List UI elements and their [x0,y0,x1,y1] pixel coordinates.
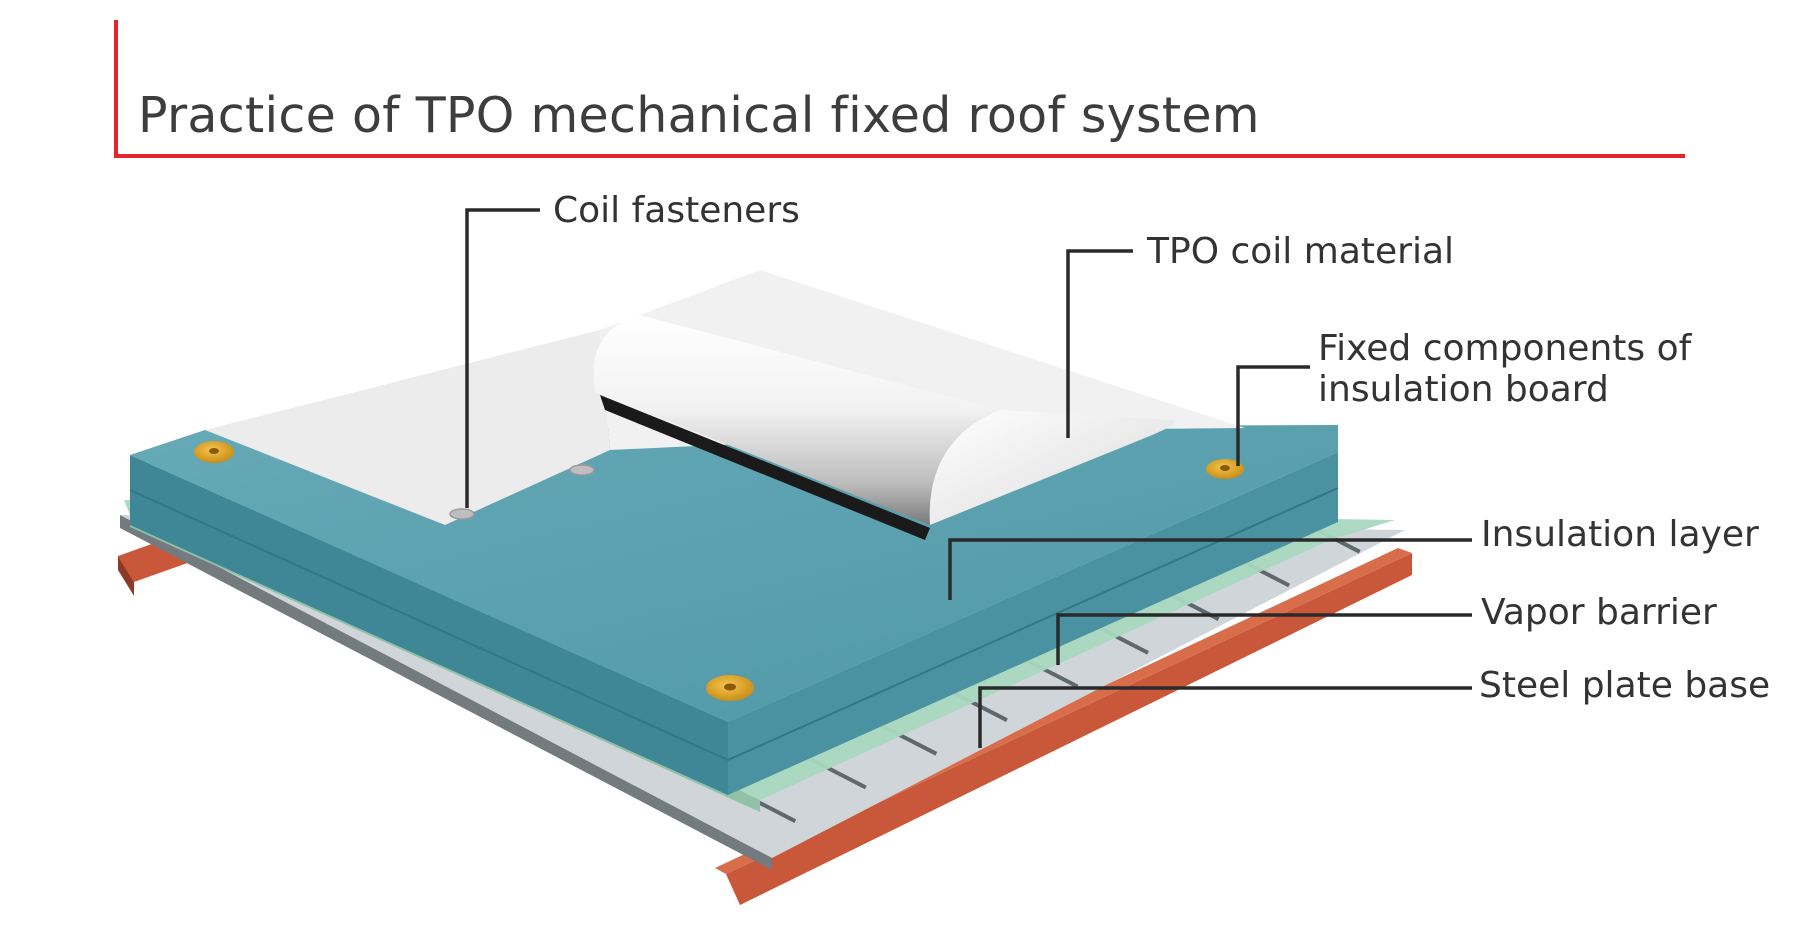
leader-coil-fasteners [465,208,540,508]
tpo-roll-body [593,315,1000,525]
label-fixed-components-line1: Fixed components of [1318,328,1693,369]
fastener-plate-icon [194,441,234,463]
title-block: Practice of TPO mechanical fixed roof sy… [114,20,1685,158]
title-rule [114,20,1685,158]
coil-fasteners [449,464,595,520]
leader-steel-plate [978,686,1472,748]
tpo-roll-shadow [600,395,930,540]
label-fixed-components-line2: insulation board [1318,369,1609,410]
tpo-roll-end [929,410,1176,525]
purlin-front [726,553,1412,905]
tpo-coil-roll [593,315,1176,540]
leader-fixed-components [1236,365,1310,466]
label-vapor-barrier: Vapor barrier [1481,592,1717,633]
leader-tpo-coil [1066,249,1133,438]
coil-fastener-icon [449,508,475,520]
leader-lines [465,208,1472,748]
label-steel-plate-base: Steel plate base [1479,665,1770,706]
coil-fastener-icon [569,464,595,476]
fastener-plate-icon [1206,459,1244,479]
label-tpo-coil-material: TPO coil material [1146,231,1454,272]
fastener-plate-icon [706,675,754,701]
leader-vapor-barrier [1056,613,1472,665]
callout-labels: Coil fasteners TPO coil material Fixed c… [553,190,1770,706]
tpo-sheet-left [205,330,610,525]
label-coil-fasteners: Coil fasteners [553,190,800,231]
insulation-board-seam-2 [727,487,1339,761]
page-title: Practice of TPO mechanical fixed roof sy… [138,87,1260,144]
purlin-left-side [118,556,134,596]
steel-plate-edge [120,515,772,870]
leader-insulation-layer [948,538,1472,600]
label-insulation-layer: Insulation layer [1481,514,1759,555]
insulation-board-seam [129,489,729,761]
insulation-fasteners [194,441,1244,701]
